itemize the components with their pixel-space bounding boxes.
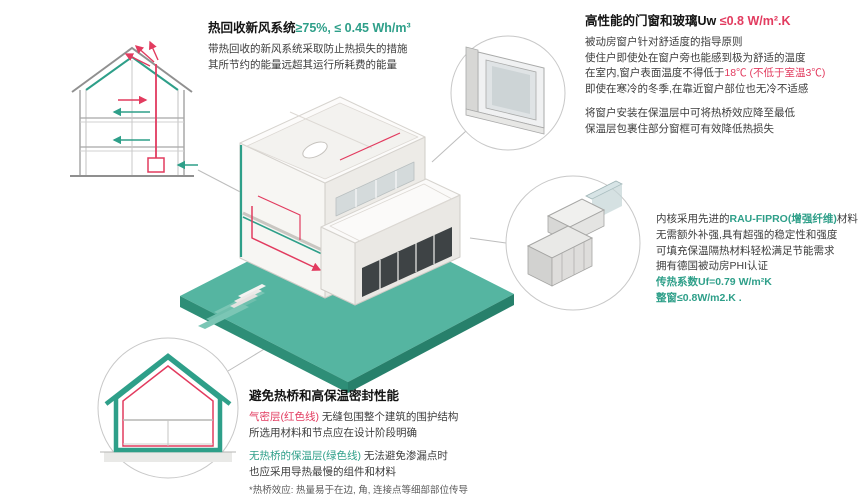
thermal-line1: 气密层(红色线) 无缝包围整个建筑的围护结构 [249,410,501,426]
profile-line1: 内核采用先进的RAU-FIPRO(增强纤维)材料 [656,212,865,228]
annex-building-block [320,178,461,306]
airtight-layer-label: 气密层(红色线) [249,410,319,423]
ventilation-body-line2: 其所节约的能量远超其运行所耗费的能量 [208,58,397,71]
thermal-line4: 也应采用导热最慢的组件和材料 [249,466,396,479]
spacer [249,441,501,449]
windows-text-block: 高性能的门窗和玻璃Uw ≤0.8 W/m².K 被动房窗户针对舒适度的指导原则 … [585,13,863,137]
thermal-envelope-illustration [97,337,239,479]
glass-band [362,227,452,297]
windows-title-value: ≤0.8 W/m².K [719,14,791,28]
ventilation-body-line1: 带热回收的新风系统采取防止热损失的措施 [208,42,408,55]
windows-body-line5: 将窗户安装在保温层中可将热桥效应降至最低 [585,106,795,119]
profile-line1-post: 材料 [836,213,858,225]
red-duct-lines [251,132,401,271]
windows-body-line6: 保温层包裹住部分窗框可有效降低热损失 [585,122,774,135]
windows-title-black: 高性能的门窗和玻璃Uw [585,14,720,28]
spacer [585,98,863,106]
profile-material-name: RAU-FIPRO(增强纤维) [729,213,837,225]
windows-body-line4: 即使在寒冷的冬季,在靠近窗户部位也无冷不适感 [585,83,809,96]
window-corner-illustration [450,35,566,151]
ventilation-section-illustration [70,40,198,177]
bathtub-icon [302,141,328,159]
profile-line1-pre: 内核采用先进的 [656,213,730,225]
thermal-bridge-footnote: *热桥效应: 热量易于在边, 角, 连接点等细部部位传导 [249,484,469,496]
windows-line3-temperature: 18℃ (不低于室温3℃) [724,67,826,80]
thermal-line3: 无热桥的保温层(绿色线) 无法避免渗漏点时 [249,449,501,465]
windows-line3-text: 在室内,窗户表面温度不得低于 [585,67,725,80]
thermal-line1-text: 无缝包围整个建筑的围护结构 [319,410,459,423]
profile-line4: 拥有德国被动房PHI认证 [656,260,769,273]
windows-body-line3: 在室内,窗户表面温度不得低于18℃ (不低于室温3℃) [585,66,863,82]
ventilation-title: 热回收新风系统≥75%, ≤ 0.45 Wh/m³ [208,20,476,37]
profile-text-block: 内核采用先进的RAU-FIPRO(增强纤维)材料 无需额外补强,具有超强的稳定性… [656,212,865,307]
windows-title: 高性能的门窗和玻璃Uw ≤0.8 W/m².K [585,13,863,30]
airtight-layer-red-line [122,365,214,447]
insulation-layer-label: 无热桥的保温层(绿色线) [249,450,361,463]
ventilation-title-black: 热回收新风系统 [208,21,296,35]
thermal-text-block: 避免热桥和高保温密封性能 气密层(红色线) 无缝包围整个建筑的围护结构 所选用材… [249,388,501,498]
thermal-line2: 所选用材料和节点应在设计阶段明确 [249,426,417,439]
profile-cross-section-illustration [505,175,641,311]
profile-line3: 可填充保温隔热材料轻松满足节能需求 [656,244,835,257]
ventilation-title-value: ≥75%, ≤ 0.45 Wh/m³ [295,21,411,35]
windows-body-line1: 被动房窗户针对舒适度的指导原则 [585,35,743,48]
thermal-line3-text: 无法避免渗漏点时 [361,450,448,463]
ventilation-text-block: 热回收新风系统≥75%, ≤ 0.45 Wh/m³ 带热回收的新风系统采取防止热… [208,20,476,73]
windows-body-line2: 使住户即使处在窗户旁也能感到极为舒适的温度 [585,51,806,64]
profile-line2: 无需额外补强,具有超强的稳定性和强度 [656,228,838,241]
thermal-title: 避免热桥和高保温密封性能 [249,389,400,403]
profile-uf-value: 传热系数Uf=0.79 W/m²K [656,276,772,288]
profile-uw-value: 整窗≤0.8W/m2.K . [656,291,742,304]
heat-exchanger-icon [147,157,165,173]
isometric-house-illustration [180,96,514,393]
